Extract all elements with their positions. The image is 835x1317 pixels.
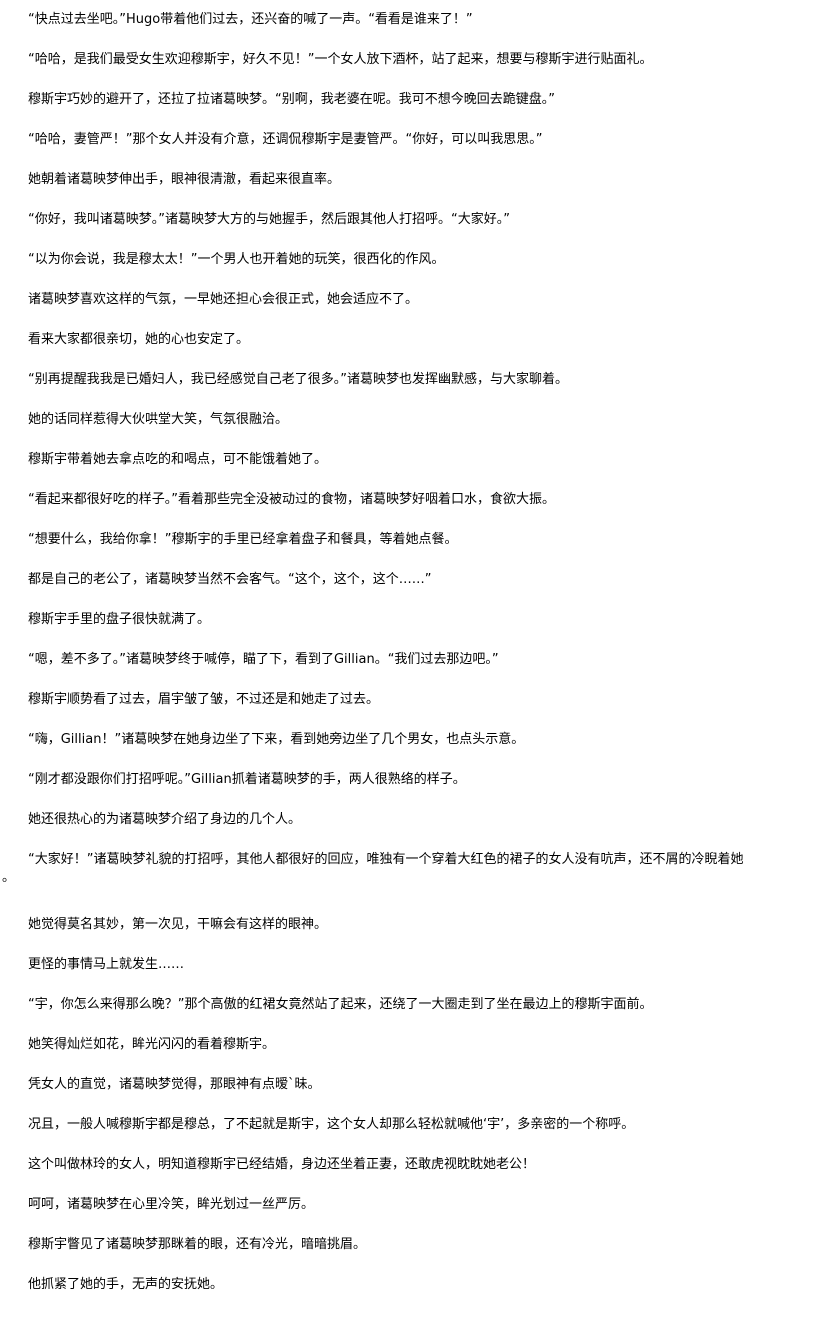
- paragraph: 呵呵，诸葛映梦在心里冷笑，眸光划过一丝严厉。: [28, 1197, 315, 1212]
- paragraph: 况且，一般人喊穆斯宇都是穆总，了不起就是斯宇，这个女人却那么轻松就喊他‘宇’，多…: [28, 1117, 635, 1132]
- paragraph: “以为你会说，我是穆太太！”一个男人也开着她的玩笑，很西化的作风。: [28, 252, 445, 267]
- paragraph: 穆斯宇瞥见了诸葛映梦那眯着的眼，还有冷光，暗暗挑眉。: [28, 1237, 367, 1252]
- paragraph: “快点过去坐吧。”Hugo带着他们过去，还兴奋的喊了一声。“看看是谁来了！”: [28, 12, 473, 27]
- paragraph: “刚才都没跟你们打招呼呢。”Gillian抓着诸葛映梦的手，两人很熟络的样子。: [28, 772, 466, 787]
- paragraph: 看来大家都很亲切，她的心也安定了。: [28, 332, 250, 347]
- paragraph: 她觉得莫名其妙，第一次见，干嘛会有这样的眼神。: [28, 917, 328, 932]
- paragraph: “宇，你怎么来得那么晚？”那个高傲的红裙女竟然站了起来，还绕了一大圈走到了坐在最…: [28, 997, 653, 1012]
- paragraph: 更怪的事情马上就发生……: [28, 957, 185, 972]
- paragraph: 她的话同样惹得大伙哄堂大笑，气氛很融洽。: [28, 412, 289, 427]
- paragraph: 凭女人的直觉，诸葛映梦觉得，那眼神有点暧`昧。: [28, 1077, 321, 1092]
- paragraph: 穆斯宇巧妙的避开了，还拉了拉诸葛映梦。“别啊，我老婆在呢。我可不想今晚回去跪键盘…: [28, 92, 555, 107]
- paragraph: 她还很热心的为诸葛映梦介绍了身边的几个人。: [28, 812, 302, 827]
- paragraph: 这个叫做林玲的女人，明知道穆斯宇已经结婚，身边还坐着正妻，还敢虎视眈眈她老公！: [28, 1157, 536, 1172]
- paragraph: “你好，我叫诸葛映梦。”诸葛映梦大方的与她握手，然后跟其他人打招呼。“大家好。”: [28, 212, 510, 227]
- paragraph: “别再提醒我我是已婚妇人，我已经感觉自己老了很多。”诸葛映梦也发挥幽默感，与大家…: [28, 372, 568, 387]
- paragraph-wrap-tail: 。: [2, 870, 16, 885]
- paragraph: 穆斯宇手里的盘子很快就满了。: [28, 612, 211, 627]
- paragraph: “嗨，Gillian！”诸葛映梦在她身边坐了下来，看到她旁边坐了几个男女，也点头…: [28, 732, 525, 747]
- paragraph: “哈哈，妻管严！”那个女人并没有介意，还调侃穆斯宇是妻管严。“你好，可以叫我思思…: [28, 132, 543, 147]
- paragraph: 他抓紧了她的手，无声的安抚她。: [28, 1277, 224, 1292]
- paragraph: 穆斯宇带着她去拿点吃的和喝点，可不能饿着她了。: [28, 452, 328, 467]
- paragraph: 她笑得灿烂如花，眸光闪闪的看着穆斯宇。: [28, 1037, 276, 1052]
- paragraph: 穆斯宇顺势看了过去，眉宇皱了皱，不过还是和她走了过去。: [28, 692, 380, 707]
- paragraph: 都是自己的老公了，诸葛映梦当然不会客气。“这个，这个，这个……”: [28, 572, 432, 587]
- paragraph: “想要什么，我给你拿！”穆斯宇的手里已经拿着盘子和餐具，等着她点餐。: [28, 532, 458, 547]
- paragraph: 她朝着诸葛映梦伸出手，眼神很清澈，看起来很直率。: [28, 172, 341, 187]
- paragraph: “大家好！”诸葛映梦礼貌的打招呼，其他人都很好的回应，唯独有一个穿着大红色的裙子…: [28, 852, 744, 867]
- paragraph: “看起来都很好吃的样子。”看着那些完全没被动过的食物，诸葛映梦好咽着口水，食欲大…: [28, 492, 555, 507]
- paragraph: “哈哈，是我们最受女生欢迎穆斯宇，好久不见！”一个女人放下酒杯，站了起来，想要与…: [28, 52, 653, 67]
- paragraph: “嗯，差不多了。”诸葛映梦终于喊停，瞄了下，看到了Gillian。“我们过去那边…: [28, 652, 499, 667]
- paragraph: 诸葛映梦喜欢这样的气氛，一早她还担心会很正式，她会适应不了。: [28, 292, 419, 307]
